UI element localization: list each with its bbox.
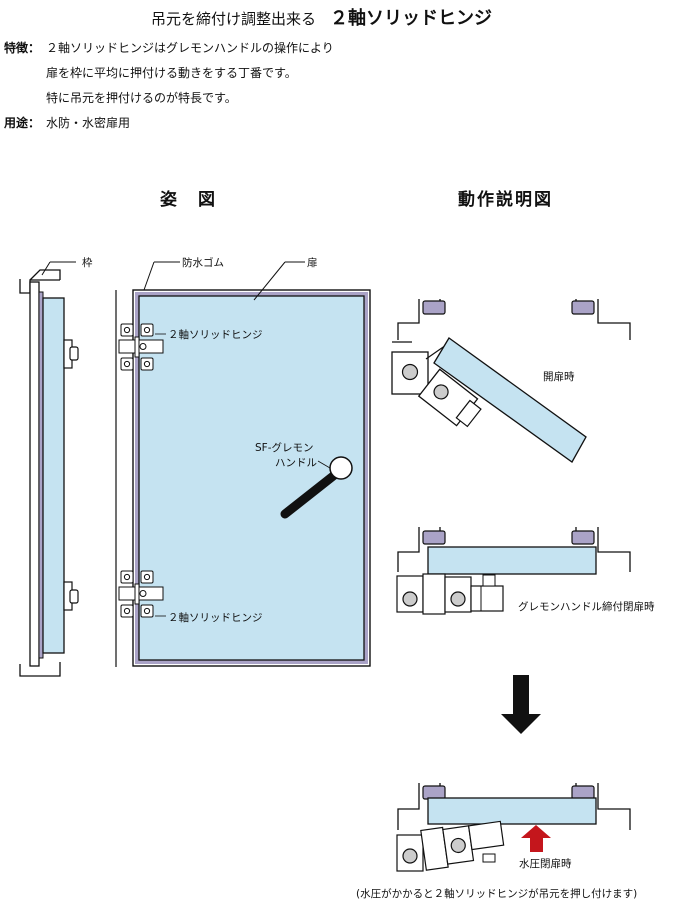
label-hinge-top: ２軸ソリッドヒンジ bbox=[168, 329, 263, 341]
front-door-view bbox=[115, 261, 371, 667]
side-section-view bbox=[19, 261, 79, 677]
feature-line-2: 扉を枠に平均に押付ける動きをする丁番です。 bbox=[46, 66, 297, 80]
feature-label: 特徴： bbox=[4, 41, 41, 55]
label-handle-2: ハンドル bbox=[275, 457, 317, 469]
use-label: 用途： bbox=[4, 116, 41, 130]
label-hinge-bottom: ２軸ソリッドヒンジ bbox=[168, 612, 263, 624]
operation-open-state bbox=[391, 299, 631, 463]
water-pressure-arrow-icon bbox=[521, 825, 551, 852]
label-frame: 枠 bbox=[82, 257, 93, 269]
feature-line-1: ２軸ソリッドヒンジはグレモンハンドルの操作により bbox=[46, 41, 334, 55]
section-view-title: 姿 図 bbox=[160, 190, 217, 210]
operation-closed-handle-state bbox=[396, 527, 631, 615]
page-title: 吊元を締付け調整出来る ２軸ソリッドヒンジ bbox=[151, 4, 492, 30]
handle-lever-icon bbox=[280, 468, 342, 519]
label-rubber: 防水ゴム bbox=[182, 257, 224, 269]
title-prefix: 吊元を締付け調整出来る bbox=[151, 10, 317, 28]
down-arrow-icon bbox=[501, 675, 541, 734]
use-text: 水防・水密扉用 bbox=[46, 116, 131, 130]
title-main: ２軸ソリッドヒンジ bbox=[330, 8, 493, 29]
handle-knob-icon bbox=[329, 456, 353, 480]
footnote: (水圧がかかると２軸ソリッドヒンジが吊元を押し付けます) bbox=[356, 888, 638, 900]
label-state-pressure: 水圧閉扉時 bbox=[519, 858, 572, 870]
section-operation-title: 動作説明図 bbox=[458, 190, 553, 210]
label-door: 扉 bbox=[307, 257, 318, 269]
label-state-closed: グレモンハンドル締付閉扉時 bbox=[518, 601, 655, 613]
feature-line-3: 特に吊元を押付けるのが特長です。 bbox=[46, 91, 237, 105]
label-handle-1: SF-グレモン bbox=[255, 442, 314, 454]
operation-water-pressure-state bbox=[396, 783, 631, 872]
label-state-open: 開扉時 bbox=[543, 371, 575, 383]
